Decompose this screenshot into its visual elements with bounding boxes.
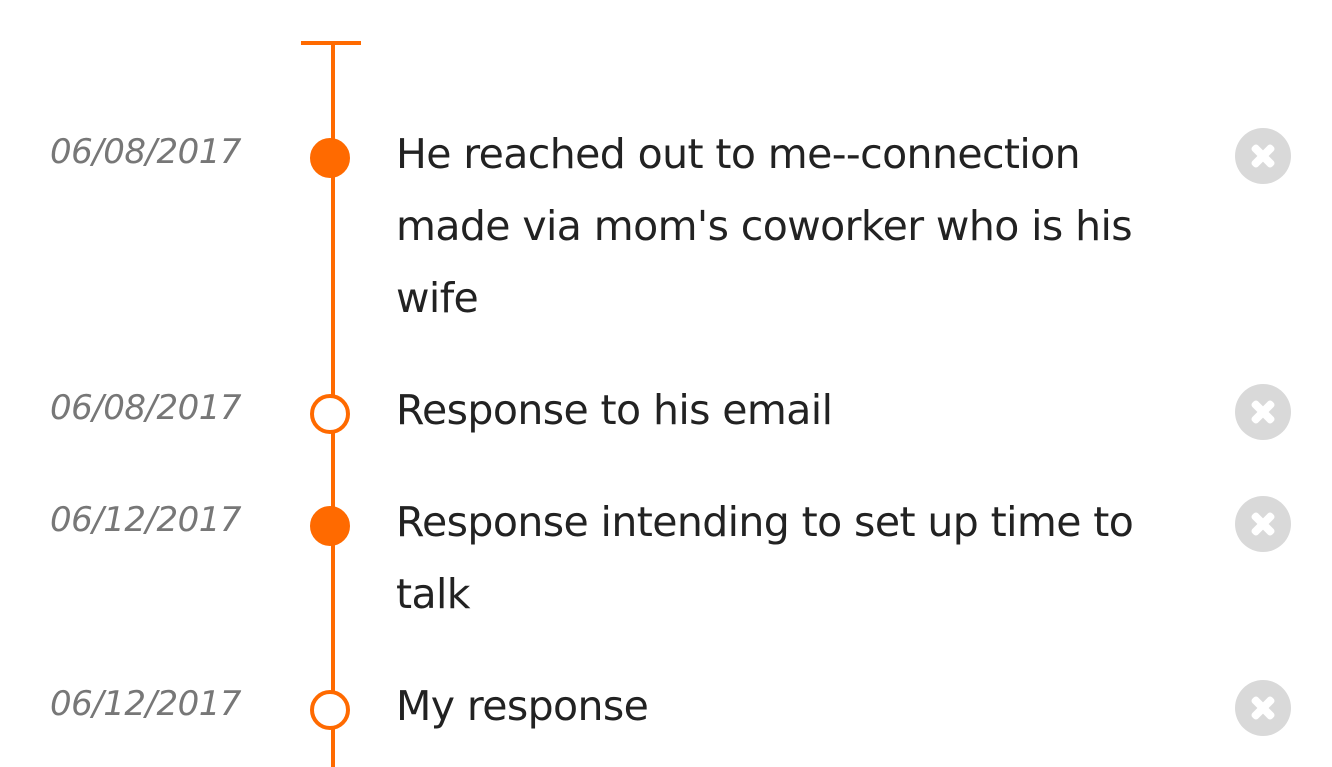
- event-marker-hollow: [310, 690, 350, 730]
- event-marker-filled: [310, 506, 350, 546]
- event-marker-filled: [310, 138, 350, 178]
- close-circle-icon[interactable]: [1235, 384, 1291, 440]
- event-date: 06/08/2017: [50, 388, 241, 428]
- event-description: Response intending to set up time to tal…: [396, 498, 1134, 618]
- event-marker-hollow: [310, 394, 350, 434]
- timeline-start-cap: [301, 41, 361, 45]
- event-description: Response to his email: [396, 386, 833, 434]
- close-circle-icon[interactable]: [1235, 128, 1291, 184]
- close-circle-icon[interactable]: [1235, 680, 1291, 736]
- event-date: 06/12/2017: [50, 684, 241, 724]
- event-date: 06/12/2017: [50, 500, 241, 540]
- event-description: He reached out to me--connection made vi…: [396, 130, 1133, 322]
- event-date: 06/08/2017: [50, 132, 241, 172]
- event-description: My response: [396, 682, 649, 730]
- close-circle-icon[interactable]: [1235, 496, 1291, 552]
